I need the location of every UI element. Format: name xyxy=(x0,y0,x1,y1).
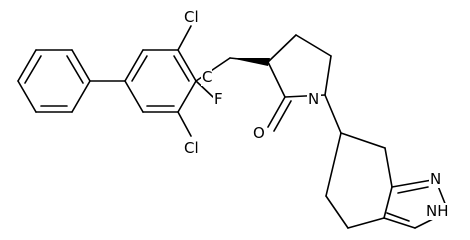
cl-top-bond xyxy=(177,25,192,51)
indazole-nitrogen-atom: N xyxy=(430,170,441,188)
carbonyl-bond-a xyxy=(267,96,286,128)
carbonyl-bond-b xyxy=(273,100,292,132)
indazole-nh-atom: NH xyxy=(426,202,449,220)
n-substituent-bond xyxy=(324,94,342,134)
stereo-wedge-bond xyxy=(230,58,270,66)
carbon-atom: C xyxy=(202,68,212,86)
oxygen-atom: O xyxy=(253,124,265,142)
chlorine-atom-bottom: Cl xyxy=(184,139,199,157)
fluorine-atom: F xyxy=(214,90,223,108)
fluorine-bond xyxy=(195,80,214,98)
tetrahydro-ring xyxy=(325,132,393,229)
cl-bottom-bond xyxy=(177,111,192,137)
pyrrolidinone-ring xyxy=(267,34,332,98)
lactam-nitrogen-atom: N xyxy=(308,90,319,108)
chlorine-atom-top: Cl xyxy=(184,8,199,26)
dichlorofluoro-ring xyxy=(124,49,197,113)
phenyl-ring xyxy=(17,49,91,113)
